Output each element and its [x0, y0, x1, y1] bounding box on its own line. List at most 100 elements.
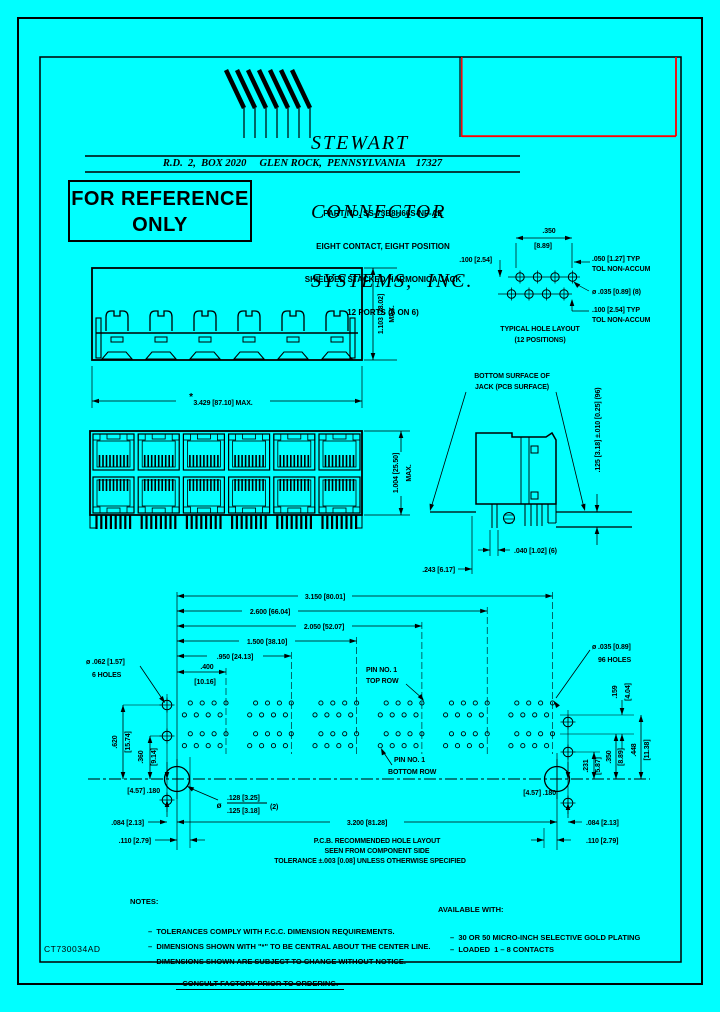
- drawing-circle: [193, 712, 199, 718]
- drawing-path: [325, 310, 349, 331]
- dim-label: .620: [112, 735, 119, 748]
- drawing-rect: [287, 507, 302, 514]
- drawing-rect: [530, 491, 539, 500]
- drawing-rect: [110, 336, 124, 343]
- drawing-rect: [318, 506, 327, 514]
- dim-arrow: [565, 772, 571, 779]
- dim-arrow: [177, 638, 184, 644]
- drawing-rect: [182, 433, 191, 441]
- dim-arrow: [568, 819, 575, 825]
- drawing-rect: [89, 430, 363, 516]
- dim-label: (12 POSITIONS): [514, 337, 565, 344]
- dim-label: 6 HOLES: [92, 672, 122, 679]
- dim-arrow: [177, 623, 184, 629]
- dim-label: BOTTOM ROW: [388, 769, 437, 776]
- dim-arrow: [381, 748, 387, 756]
- available-item: – 30 OR 50 MICRO-INCH SELECTIVE GOLD PLA…: [450, 933, 641, 942]
- dim-arrow: [565, 235, 572, 241]
- drawing-path: [193, 310, 217, 331]
- drawing-circle: [526, 700, 532, 706]
- drawing-circle: [514, 700, 520, 706]
- dim-label: TOP ROW: [366, 678, 399, 685]
- part-line: 12 PORTS (6 ON 6): [347, 308, 419, 317]
- drawing-circle: [211, 700, 217, 706]
- dim-arrow: [159, 695, 165, 703]
- dim-arrow: [177, 608, 184, 614]
- drawing-circle: [454, 712, 461, 718]
- drawing-path: [276, 351, 310, 360]
- dim-label: 3.429 [87.10] MAX.: [193, 400, 252, 407]
- drawing-circle: [348, 712, 354, 718]
- drawing-circle: [205, 743, 211, 749]
- drawing-rect: [137, 506, 146, 514]
- part-line: SHIELDED STACKED HARMONICA JACK: [304, 275, 462, 284]
- dim-label: .110 [2.79]: [586, 838, 618, 845]
- drawing-circle: [460, 731, 466, 737]
- dim-arrow: [177, 653, 184, 659]
- dim-label: [4.04]: [625, 683, 632, 701]
- dim-arrow: [537, 837, 544, 843]
- drawing-circle: [395, 731, 401, 737]
- drawing-circle: [514, 731, 520, 737]
- drawing-path: [281, 310, 305, 331]
- dim-label: TOLERANCE ±.003 [0.08] UNLESS OTHERWISE …: [274, 858, 466, 865]
- drawing-rect: [307, 506, 316, 514]
- drawing-rect: [151, 433, 166, 440]
- drawing-circle: [407, 700, 413, 706]
- drawing-path: [320, 351, 354, 360]
- drawing-rect: [182, 506, 191, 514]
- dim-label: TOL NON-ACCUM: [592, 317, 651, 324]
- drawing-rect: [332, 507, 347, 514]
- dim-label: [4.57] .180: [523, 790, 556, 797]
- drawing-circle: [217, 743, 223, 749]
- drawing-line: [267, 69, 291, 109]
- drawing-circle: [443, 743, 449, 749]
- drawing-rect: [242, 507, 257, 514]
- drawing-circle: [282, 712, 288, 718]
- drawing-circle: [199, 731, 205, 737]
- dim-label: ø .035 [0.89] (8): [592, 289, 641, 296]
- drawing-circle: [181, 712, 187, 718]
- drawing-rect: [39, 56, 682, 963]
- dim-label: PIN NO. 1: [394, 757, 425, 764]
- drawing-circle: [270, 743, 277, 749]
- dim-arrow: [613, 734, 619, 741]
- drawing-line: [278, 69, 302, 109]
- dim-label: .360: [138, 750, 145, 763]
- drawing-rect: [151, 507, 166, 514]
- drawing-circle: [544, 743, 550, 749]
- dim-label: [11.38]: [644, 739, 651, 760]
- drawing-circle: [508, 712, 514, 718]
- drawing-circle: [247, 743, 253, 749]
- drawing-rect: [273, 506, 282, 514]
- dim-arrow: [591, 752, 597, 759]
- drawing-circle: [413, 743, 419, 749]
- drawing-rect: [196, 433, 211, 440]
- drawing-circle: [532, 743, 538, 749]
- drawing-rect: [349, 317, 356, 359]
- drawing-circle: [348, 743, 354, 749]
- drawing-circle: [276, 700, 282, 706]
- dim-label: .110 [2.79]: [119, 838, 151, 845]
- part-description: PART NO. SS-73B8H66S-NF-AE EIGHT CONTACT…: [270, 186, 496, 340]
- notes-block: NOTES: – TOLERANCES COMPLY WITH F.C.C. D…: [130, 879, 430, 999]
- drawing-circle: [538, 731, 544, 737]
- drawing-rect: [242, 433, 257, 440]
- drawing-rect: [273, 433, 282, 441]
- drawing-circle: [383, 731, 389, 737]
- drawing-circle: [472, 700, 478, 706]
- drawing-circle: [478, 712, 484, 718]
- drawing-circle: [336, 743, 342, 749]
- dim-arrow: [545, 593, 553, 599]
- drawing-circle: [377, 743, 383, 749]
- dim-label: .350: [606, 750, 613, 763]
- dim-label: PIN NO. 1: [366, 667, 397, 674]
- drawing-rect: [106, 433, 121, 440]
- dim-arrow: [554, 701, 560, 709]
- dim-arrow: [177, 819, 184, 825]
- available-list: – 30 OR 50 MICRO-INCH SELECTIVE GOLD PLA…: [438, 932, 640, 956]
- drawing-rect: [137, 433, 146, 441]
- note-item: – TOLERANCES COMPLY WITH F.C.C. DIMENSIO…: [148, 927, 395, 936]
- drawing-circle: [389, 712, 395, 718]
- dim-label: ø .035 [0.89]: [592, 644, 631, 651]
